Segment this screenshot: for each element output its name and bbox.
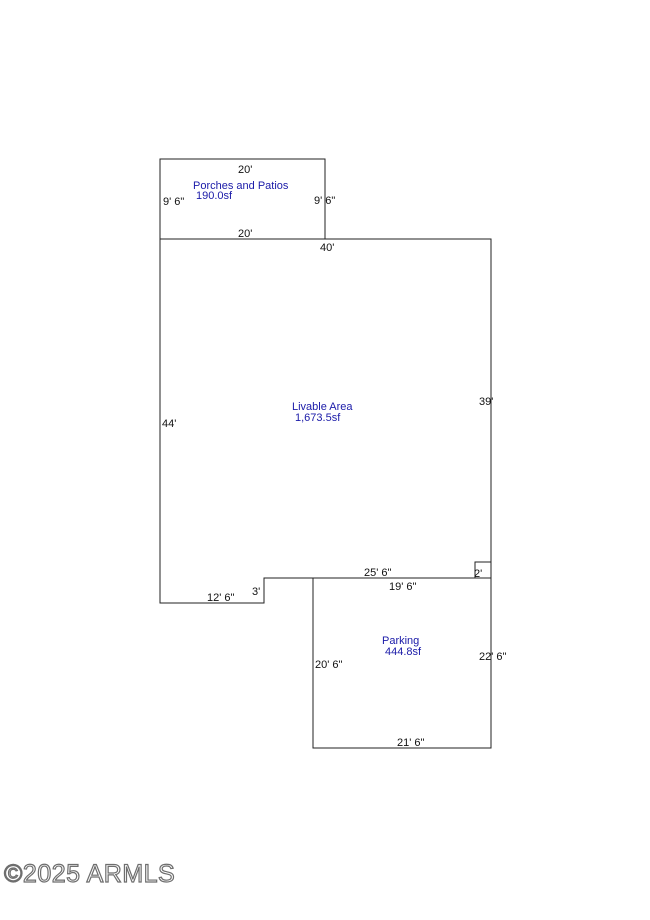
dim-livable-bottom-left: 12' 6" [207,592,235,604]
dim-porch-left: 9' 6" [163,196,184,208]
dim-parking-left: 20' 6" [315,659,343,671]
livable-area-outline [159,238,492,604]
dim-livable-bottom-mid: 25' 6" [364,567,392,579]
dim-notch-step: 3' [252,586,260,598]
dim-parking-top: 19' 6" [389,581,417,593]
dim-right-step: 2' [474,568,482,580]
porch-area-name: Porches and Patios [193,180,289,192]
dim-livable-left: 44' [162,418,176,430]
parking-area-name: Parking [382,635,419,647]
dim-livable-top: 40' [320,242,334,254]
dim-livable-right: 39' [479,396,493,408]
copyright-watermark: ©2025 ARMLS [3,860,176,888]
livable-area-name: Livable Area [292,401,353,413]
dim-parking-bottom: 21' 6" [397,737,425,749]
parking-outline [312,577,492,749]
dim-porch-bottom: 20' [238,228,252,240]
porch-area-size: 190.0sf [196,190,233,202]
dim-parking-right: 22' 6" [479,651,507,663]
livable-area-size: 1,673.5sf [295,412,341,424]
right-step-outline [474,561,491,578]
parking-area-size: 444.8sf [385,646,422,658]
dim-porch-top: 20' [238,164,252,176]
dim-porch-right: 9' 6" [314,195,335,207]
